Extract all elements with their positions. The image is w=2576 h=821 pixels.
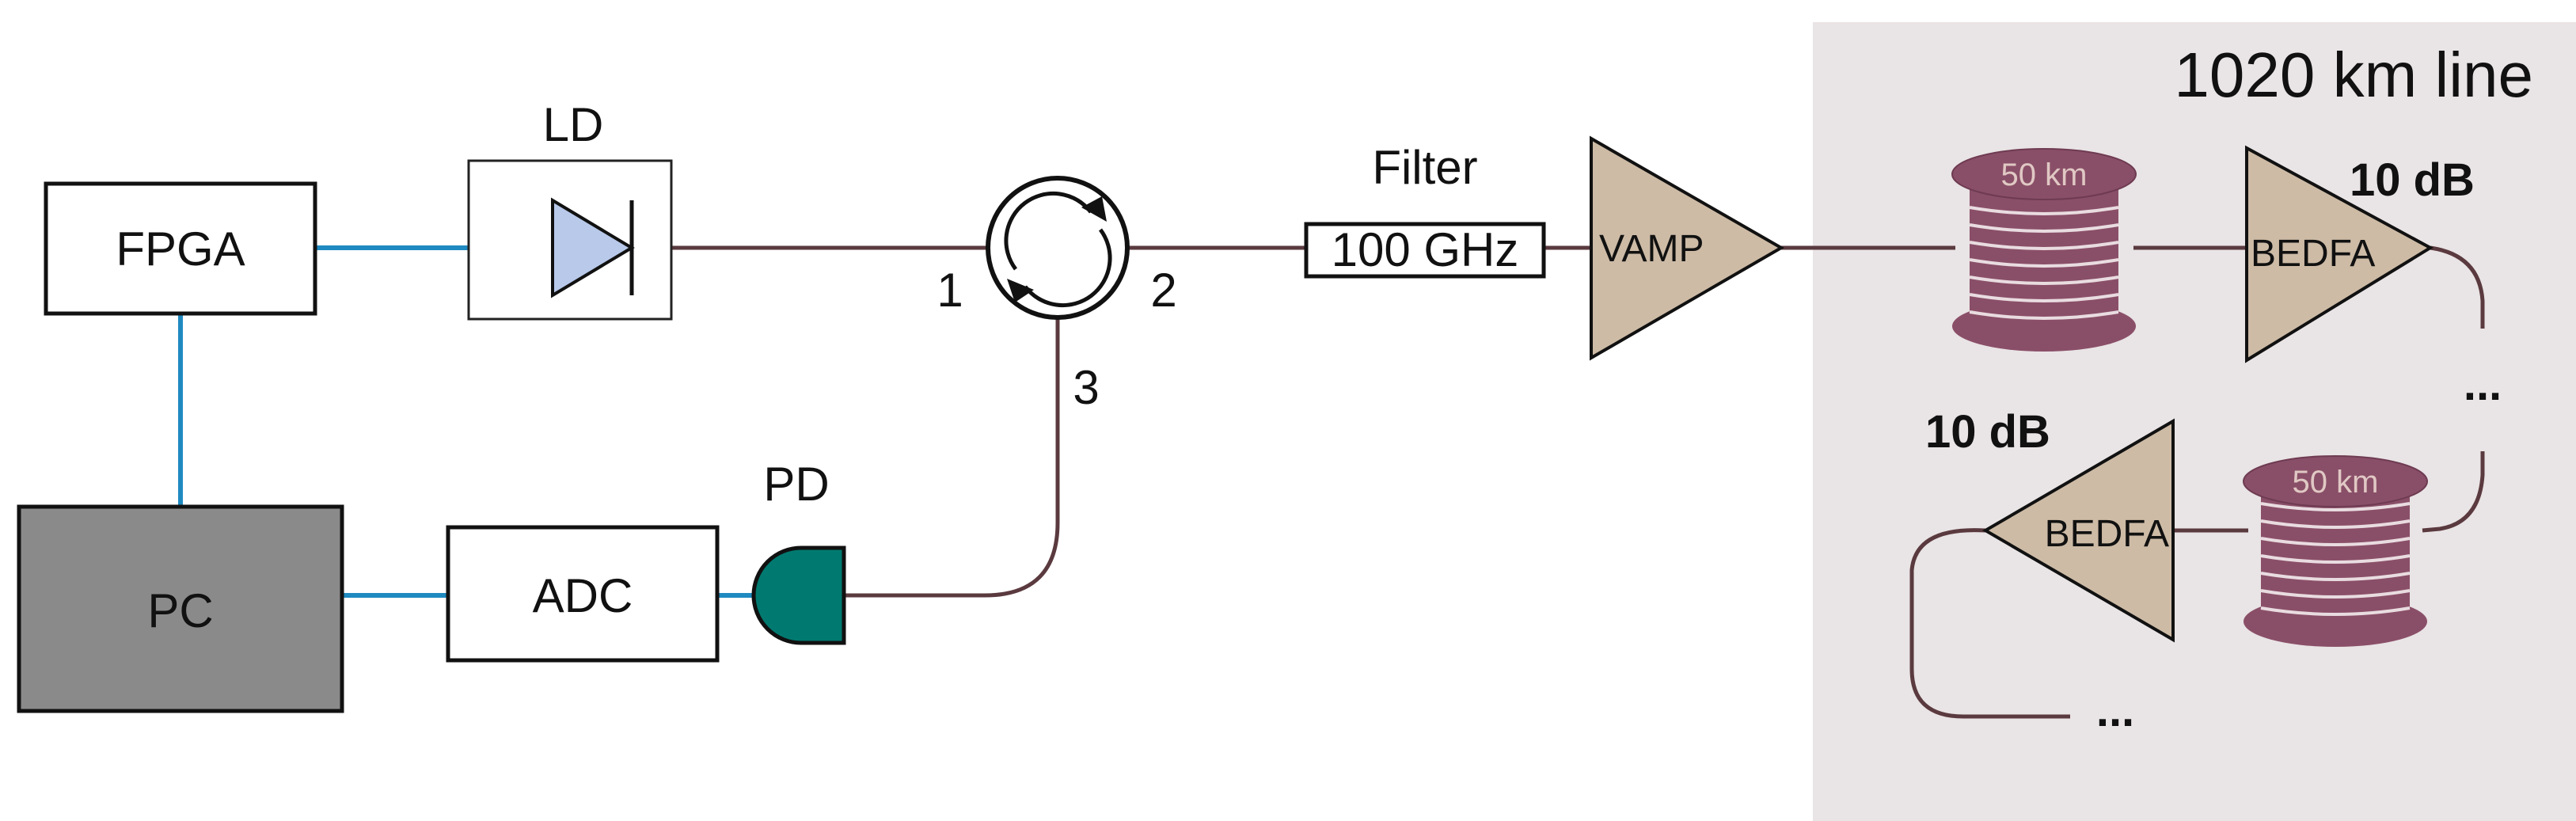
fpga-block: FPGA (44, 181, 317, 316)
pc-block: PC (17, 504, 344, 713)
adc-block: ADC (446, 525, 720, 663)
vamp-amplifier: VAMP (1590, 135, 1785, 361)
bedfa2-bottom-loop-fiber (1909, 528, 2070, 719)
ld-block: LD (467, 98, 673, 321)
ellipsis-bottom: ... (2096, 685, 2134, 736)
optical-fibers (633, 245, 2485, 719)
circulator-port-3: 3 (1073, 361, 1099, 414)
bedfa-2-label: BEDFA (2045, 513, 2169, 555)
spool-1-length: 50 km (2001, 158, 2088, 192)
vamp-label: VAMP (1599, 228, 1704, 270)
ellipsis-right: ... (2464, 359, 2502, 410)
circulator-port-1: 1 (937, 264, 963, 317)
fiber-spool-1: 50 km (1951, 148, 2137, 352)
filter-title: Filter (1372, 141, 1477, 194)
right-loop-spool2-fiber (2422, 451, 2485, 533)
bedfa-1-amplifier: BEDFA 10 dB (2245, 145, 2475, 363)
circulator: 1 2 3 (937, 176, 1177, 414)
bedfa1-right-loop-fiber (2430, 245, 2485, 329)
fpga-label: FPGA (116, 222, 245, 276)
bedfa-2-gain: 10 dB (1925, 406, 2050, 458)
circulator-port-2: 2 (1150, 264, 1176, 317)
electrical-links (178, 245, 754, 598)
pd-label: PD (763, 458, 829, 511)
diode-icon (551, 197, 635, 298)
bedfa-2-amplifier: BEDFA 10 dB (1925, 406, 2175, 643)
filter-bandwidth: 100 GHz (1332, 223, 1519, 276)
spool-2-length: 50 km (2293, 465, 2379, 500)
circulator-arrows-icon (1004, 191, 1112, 308)
circulator-pd-fiber (844, 319, 1060, 598)
photodiode-icon (751, 545, 846, 645)
bedfa-1-label: BEDFA (2251, 233, 2375, 275)
fiber-line-title: 1020 km line (2174, 40, 2533, 110)
pc-label: PC (147, 584, 213, 637)
bedfa-1-gain: 10 dB (2350, 154, 2475, 206)
ld-label: LD (543, 98, 604, 151)
pd-block: PD (751, 458, 846, 645)
adc-label: ADC (533, 569, 633, 622)
filter-block: Filter 100 GHz (1304, 141, 1546, 279)
fiber-line-panel (1813, 22, 2576, 821)
fiber-spool-2: 50 km (2243, 455, 2428, 647)
